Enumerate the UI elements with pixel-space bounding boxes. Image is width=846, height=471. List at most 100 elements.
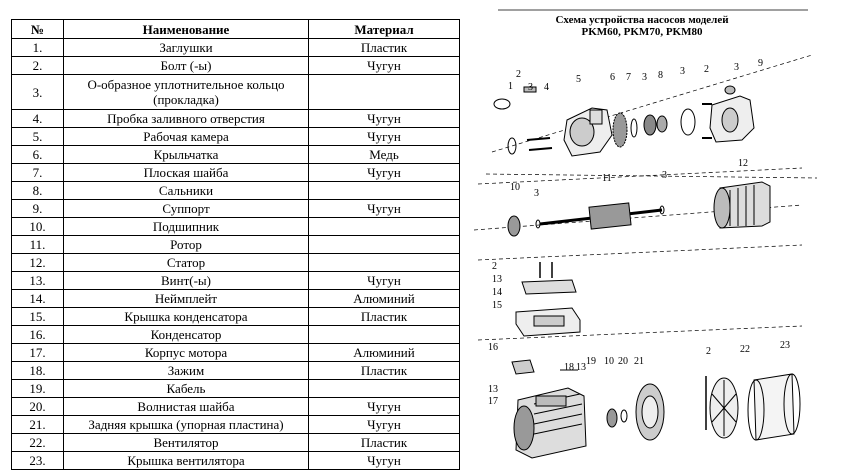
callout-top-2: 3	[528, 82, 533, 93]
row-number: 12.	[11, 253, 64, 272]
row-number: 5.	[11, 127, 64, 146]
row-name: Статор	[63, 253, 309, 272]
callout-bottom-0: 16	[488, 342, 498, 353]
row-material	[308, 325, 460, 344]
callout-top-10: 2	[704, 64, 709, 75]
table-row: 10.Подшипник	[11, 217, 460, 236]
row-name: Болт (-ы)	[63, 56, 309, 75]
callout-bottom-4: 13	[576, 362, 586, 373]
callout-middle-3: 3	[662, 170, 667, 181]
callout-bottom-8: 21	[634, 356, 644, 367]
pump-diagram: Схема устройства насосов моделей PKM60, …	[472, 0, 846, 471]
row-number: 10.	[11, 217, 64, 236]
row-material: Чугун	[308, 199, 460, 218]
row-name: О-образное уплотнительное кольцо (прокла…	[63, 74, 309, 110]
row-material: Чугун	[308, 271, 460, 290]
row-number: 15.	[11, 307, 64, 326]
callout-top-1: 2	[516, 69, 521, 80]
callout-top-8: 8	[658, 70, 663, 81]
callout-bottom-11: 23	[780, 340, 790, 351]
callout-left-3: 15	[492, 300, 502, 311]
row-name: Задняя крышка (упорная пластина)	[63, 415, 309, 434]
row-number: 8.	[11, 181, 64, 200]
row-number: 3.	[11, 74, 64, 110]
row-number: 2.	[11, 56, 64, 75]
callout-top-6: 7	[626, 72, 631, 83]
callout-bottom-3: 18	[564, 362, 574, 373]
row-name: Ротор	[63, 235, 309, 254]
row-number: 7.	[11, 163, 64, 182]
header-name: Наименование	[63, 19, 309, 39]
pump-head-assembly	[485, 54, 818, 179]
callout-bottom-1: 13	[488, 384, 498, 395]
row-name: Кабель	[63, 379, 309, 398]
callout-bottom-2: 17	[488, 396, 498, 407]
row-name: Заглушки	[63, 38, 309, 57]
capacitor-box-assembly	[477, 244, 803, 337]
table-row: 13.Винт(-ы)Чугун	[11, 271, 460, 290]
callout-top-7: 3	[642, 72, 647, 83]
row-number: 23.	[11, 451, 64, 470]
row-material: Пластик	[308, 307, 460, 326]
row-name: Вентилятор	[63, 433, 309, 452]
callout-bottom-6: 10	[604, 356, 614, 367]
table-row: 16.Конденсатор	[11, 325, 460, 344]
callout-top-11: 3	[734, 62, 739, 73]
row-material	[308, 235, 460, 254]
row-number: 17.	[11, 343, 64, 362]
row-number: 9.	[11, 199, 64, 218]
callout-top-3: 4	[544, 82, 549, 93]
callout-left-0: 2	[492, 261, 497, 272]
row-name: Сальники	[63, 181, 309, 200]
row-name: Крыльчатка	[63, 145, 309, 164]
row-name: Крышка конденсатора	[63, 307, 309, 326]
diagram-title: Схема устройства насосов моделей	[555, 14, 729, 26]
table-header-row: № Наименование Материал	[11, 19, 460, 39]
row-material	[308, 217, 460, 236]
row-material	[308, 379, 460, 398]
row-material: Пластик	[308, 361, 460, 380]
row-number: 1.	[11, 38, 64, 57]
callout-top-4: 5	[576, 74, 581, 85]
callout-bottom-9: 2	[706, 346, 711, 357]
row-material: Чугун	[308, 109, 460, 128]
row-number: 4.	[11, 109, 64, 128]
callout-middle-0: 10	[510, 182, 520, 193]
callout-top-9: 3	[680, 66, 685, 77]
row-material: Чугун	[308, 397, 460, 416]
row-number: 13.	[11, 271, 64, 290]
row-name: Неймплейт	[63, 289, 309, 308]
callout-bottom-7: 20	[618, 356, 628, 367]
row-number: 22.	[11, 433, 64, 452]
row-material: Медь	[308, 145, 460, 164]
row-material: Чугун	[308, 451, 460, 470]
row-number: 19.	[11, 379, 64, 398]
row-material: Алюминий	[308, 289, 460, 308]
row-number: 16.	[11, 325, 64, 344]
callout-left-2: 14	[492, 287, 502, 298]
row-name: Рабочая камера	[63, 127, 309, 146]
callout-top-12: 9	[758, 58, 763, 69]
callout-top-0: 1	[508, 81, 513, 92]
header-number: №	[11, 19, 64, 39]
table-row: 8.Сальники	[11, 181, 460, 200]
row-material: Пластик	[308, 38, 460, 57]
row-name: Подшипник	[63, 217, 309, 236]
table-row: 11.Ротор	[11, 235, 460, 254]
callout-bottom-5: 19	[586, 356, 596, 367]
